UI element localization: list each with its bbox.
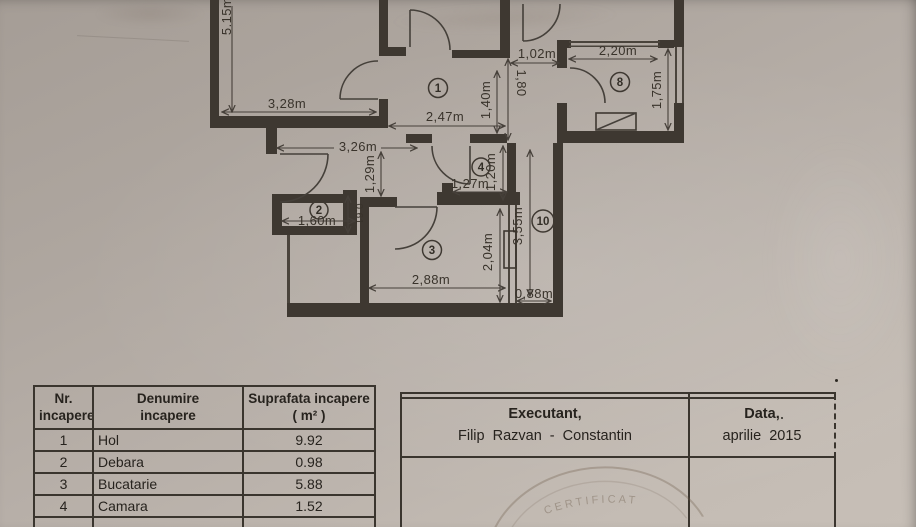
room-10-marker: 10 (531, 209, 555, 233)
room-area: 9.92 (242, 428, 376, 452)
executant-data-table: Executant, Filip Razvan - Constantin Dat… (400, 392, 836, 527)
walls (210, 0, 684, 317)
room-name: Bucatarie (92, 472, 244, 496)
window-symbols (503, 112, 637, 269)
header-line: incapere (39, 407, 93, 423)
dimension-labels: 5.15m 3,28m 2,47m 1,02m 2,20m 1,75m 1,80… (219, 0, 664, 301)
floor-plan: 5.15m 3,28m 2,47m 1,02m 2,20m 1,75m 1,80… (210, 0, 684, 317)
dimension-label: 3,26m (339, 139, 377, 154)
header-nr-incapere: Nr. incapere (33, 385, 94, 430)
table-row: 3 Bucatarie 5.88 (33, 472, 376, 496)
dimension-label: 2,47m (426, 109, 464, 124)
header-line: ( m² ) (292, 407, 326, 423)
dimension-label: 1,02m (518, 46, 556, 61)
header-line: incapere (140, 407, 196, 423)
room-name: Hol (92, 428, 244, 452)
table-row-cutoff (33, 516, 376, 527)
dimension-label: 0,61 (353, 203, 364, 224)
stamp-area-cell (402, 458, 690, 527)
dimension-label: 0,88m (515, 286, 553, 301)
room-number: 8 (617, 77, 624, 89)
dimension-label: 1,75m (649, 71, 664, 109)
dimension-label: 3,28m (268, 96, 306, 111)
signature-header-row: Executant, Filip Razvan - Constantin Dat… (402, 394, 836, 458)
room-name: Camara (92, 494, 244, 518)
dimension-label: 2,88m (412, 272, 450, 287)
room-number: 10 (537, 216, 550, 228)
room-8-marker: 8 (609, 71, 631, 93)
dimension-label: 1,80 (514, 70, 529, 97)
dimension-label: 1,40m (478, 81, 493, 119)
data-value: aprilie 2015 (722, 428, 802, 444)
room-1-marker: 1 (427, 77, 449, 99)
executant-cell: Executant, Filip Razvan - Constantin (402, 394, 690, 458)
dimension-label: 1,20m (483, 153, 498, 191)
room-name: Debara (92, 450, 244, 474)
dimension-label: 5.15m (219, 0, 234, 35)
table-header-row: Nr. incapere Denumire incapere Suprafata… (33, 385, 376, 430)
header-line: Nr. (54, 390, 73, 406)
door-arcs (279, 3, 606, 250)
header-suprafata-incapere: Suprafata incapere ( m² ) (242, 385, 376, 430)
stamp-text-curved: CERTIFICAT (542, 490, 640, 518)
room-number: 1 (435, 83, 442, 95)
room-number: 2 (316, 205, 322, 217)
room-nr: 3 (33, 472, 94, 496)
room-nr: 1 (33, 428, 94, 452)
room-number: 3 (429, 245, 435, 257)
room-area: 5.88 (242, 472, 376, 496)
header-denumire-incapere: Denumire incapere (92, 385, 244, 430)
room-area: 1.52 (242, 494, 376, 518)
double-border-line (402, 397, 836, 399)
room-area-table: Nr. incapere Denumire incapere Suprafata… (33, 385, 376, 527)
dimension-label: 1,60m (298, 213, 336, 228)
table-row: 2 Debara 0.98 (33, 450, 376, 474)
dimension-label: 1,29m (362, 155, 377, 193)
room-number: 4 (478, 162, 485, 174)
stamp-inner-ring (499, 480, 701, 527)
dimension-label: 1,27m (451, 176, 489, 191)
header-line: Suprafata incapere (248, 390, 370, 406)
dimension-label: 2,20m (599, 43, 637, 58)
room-3-marker: 3 (421, 239, 443, 261)
stamp: CERTIFICAT (485, 466, 715, 527)
dimension-lines (222, 6, 668, 302)
room-nr: 4 (33, 494, 94, 518)
table-row: 4 Camara 1.52 (33, 494, 376, 518)
room-area: 0.98 (242, 450, 376, 474)
room-2-marker: 2 (309, 200, 329, 220)
dimension-label: 3,55m (510, 207, 525, 245)
paper-speck (835, 379, 838, 382)
executant-name: Filip Razvan - Constantin (458, 428, 632, 444)
table-row: 1 Hol 9.92 (33, 428, 376, 452)
empty-cell (690, 458, 836, 527)
signature-empty-row (402, 458, 836, 527)
room-4-marker: 4 (471, 157, 491, 177)
data-label: Data, (744, 406, 780, 422)
dimension-label: 2,04m (480, 233, 495, 271)
executant-label: Executant, (508, 406, 582, 422)
stamp-outer-ring (485, 466, 715, 527)
data-cell: Data, aprilie 2015 (690, 394, 836, 458)
stamp-text: CERTIFICAT (542, 490, 640, 518)
header-line: Denumire (136, 390, 200, 406)
paper-speck (781, 417, 783, 419)
room-nr: 2 (33, 450, 94, 474)
